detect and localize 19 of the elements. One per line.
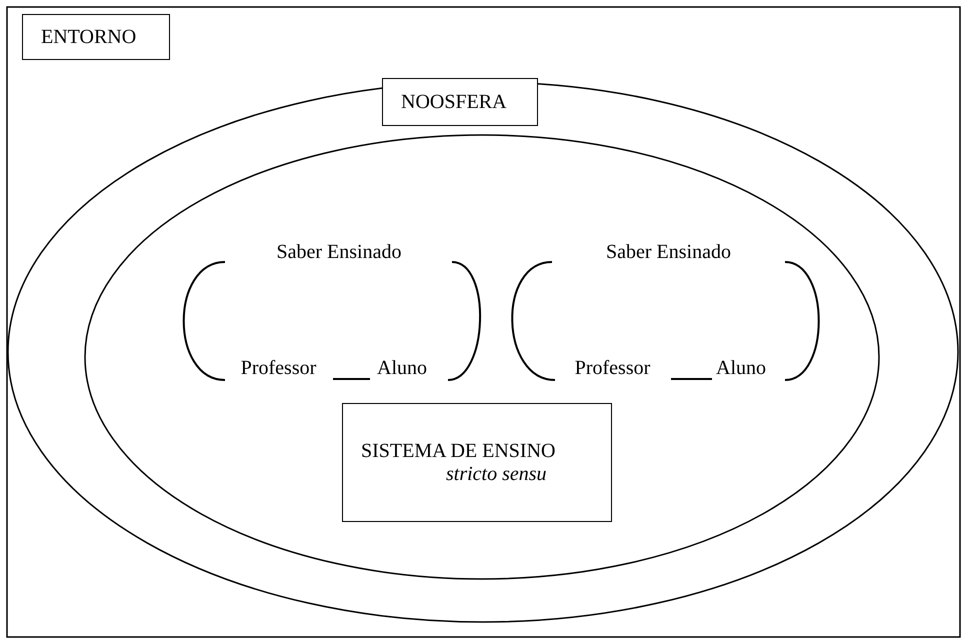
- connector-line: [333, 378, 370, 380]
- box-label: SISTEMA DE ENSINO: [361, 440, 556, 462]
- node-label: Saber Ensinado: [276, 240, 402, 264]
- label-box: [342, 403, 612, 522]
- arc-connector: [448, 261, 481, 381]
- node-label: Professor: [240, 356, 316, 380]
- node-label: Saber Ensinado: [606, 240, 731, 264]
- arc-connector: [784, 261, 820, 381]
- arc-connector: [511, 261, 556, 381]
- box-label: stricto sensu: [445, 462, 547, 486]
- node-label: Aluno: [377, 356, 427, 380]
- connector-line: [671, 378, 712, 380]
- label-box: [22, 14, 170, 60]
- box-label: NOOSFERA: [401, 90, 507, 114]
- label-box: [382, 78, 538, 126]
- arc-connector: [182, 261, 226, 381]
- node-label: Professor: [574, 356, 650, 380]
- node-label: Aluno: [716, 356, 766, 380]
- box-label: ENTORNO: [41, 26, 136, 48]
